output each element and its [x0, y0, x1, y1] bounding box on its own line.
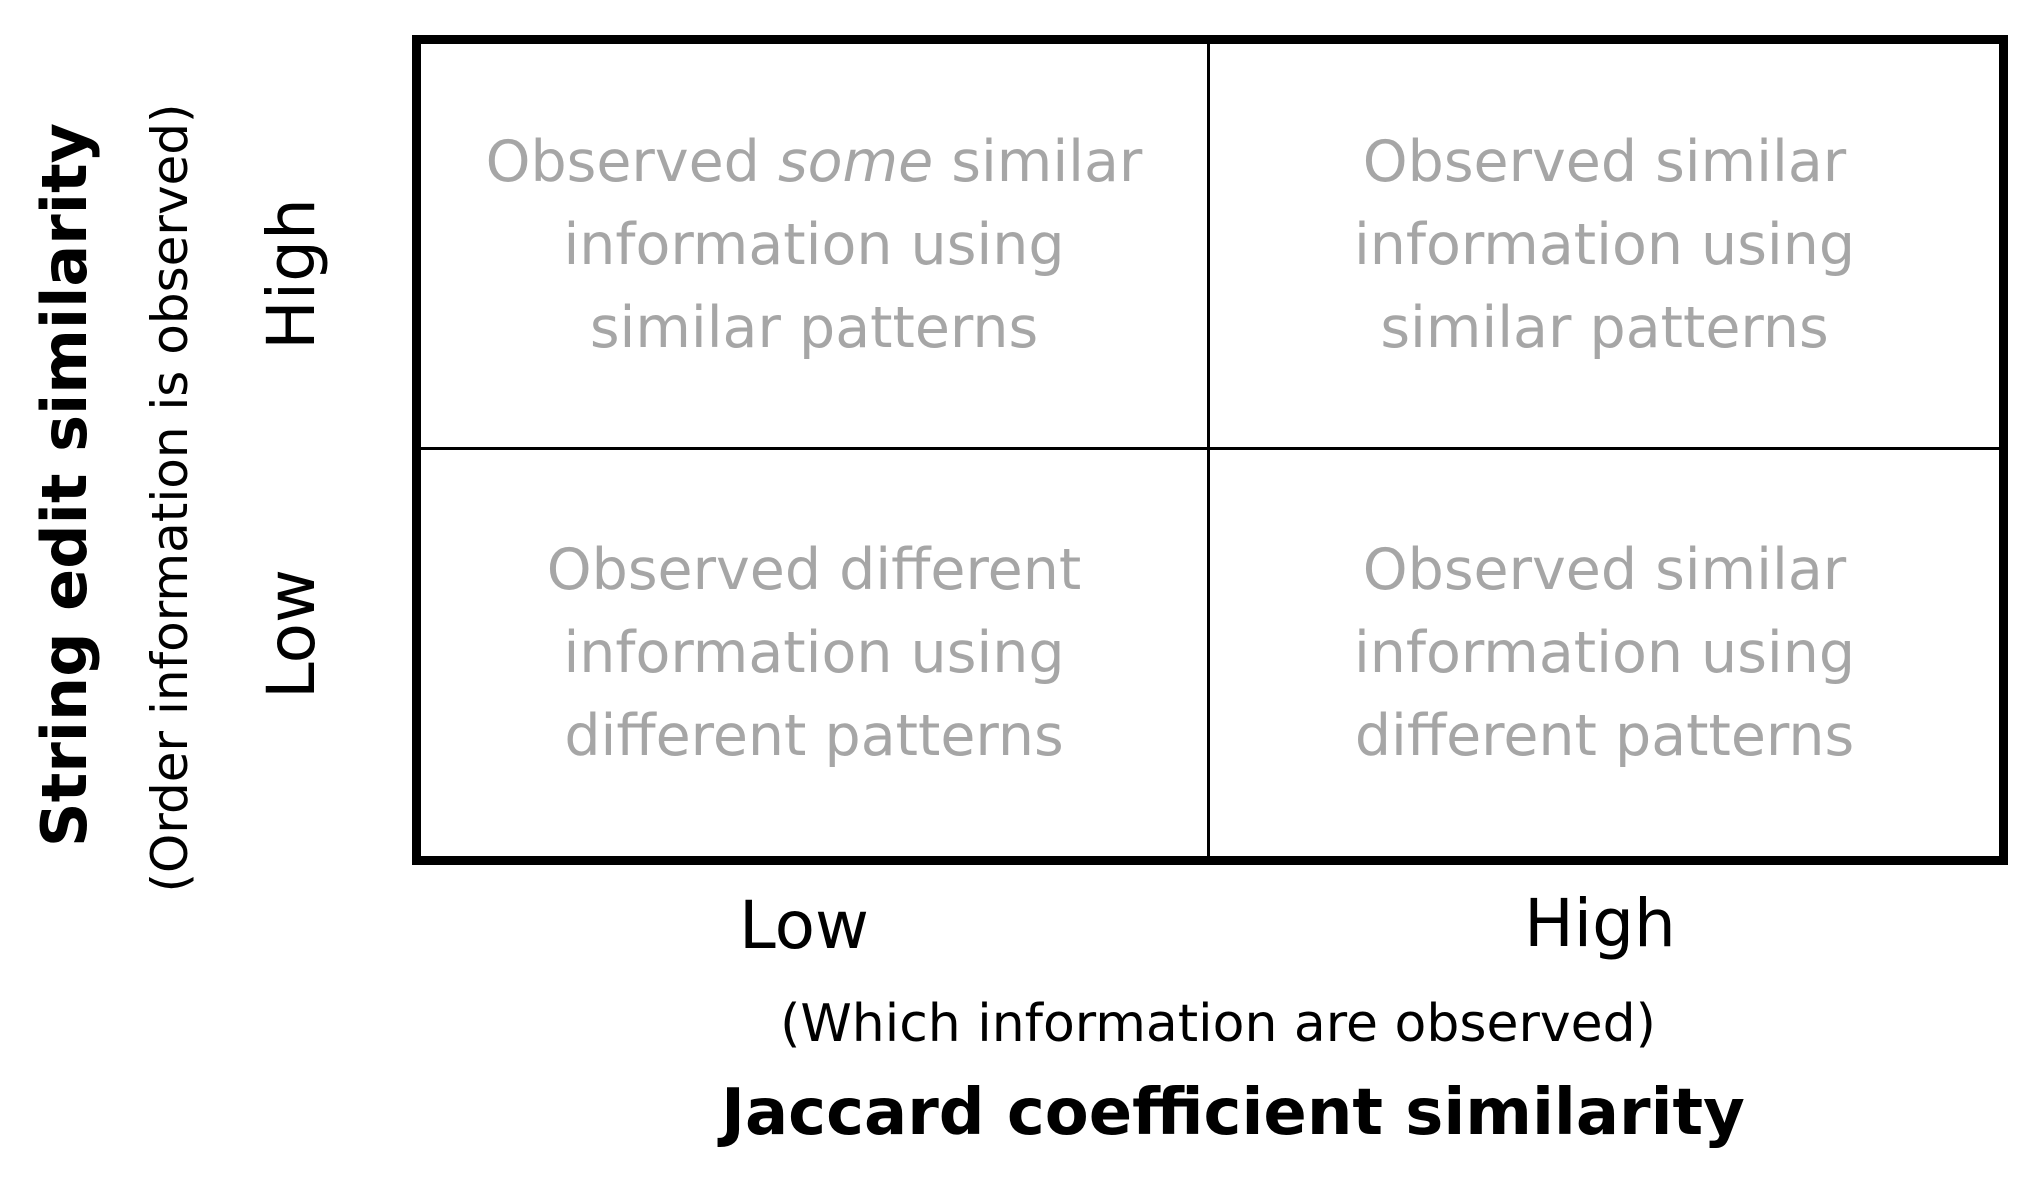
cell-high-edit-low-jaccard: Observed some similar information using …: [421, 44, 1210, 450]
cell-line: Observed different: [546, 536, 1082, 603]
x-tick-high: High: [1524, 885, 1676, 962]
cell-line: information using: [563, 212, 1065, 278]
cell-line: information using: [1353, 619, 1856, 686]
y-axis-title: String edit similarity: [28, 122, 101, 848]
cell-text-fragment: Observed: [485, 129, 778, 195]
cell-text-fragment: similar: [933, 129, 1143, 195]
cell-line: Observed similar: [1362, 129, 1847, 195]
x-axis-title: Jaccard coefficient similarity: [721, 1076, 1745, 1150]
cell-line: different patterns: [1354, 702, 1855, 769]
cell-low-edit-low-jaccard: Observed different information using dif…: [421, 450, 1210, 856]
y-axis-subtitle: (Order information is observed): [141, 103, 199, 893]
cell-line: different patterns: [564, 702, 1064, 769]
y-tick-low: Low: [253, 569, 330, 699]
cell-low-edit-high-jaccard: Observed similar information using diffe…: [1210, 450, 1999, 856]
x-tick-low: Low: [739, 887, 869, 964]
cell-high-edit-high-jaccard: Observed similar information using simil…: [1210, 44, 1999, 450]
cell-line: similar patterns: [589, 295, 1039, 361]
cell-line: Observed similar: [1362, 536, 1847, 603]
x-axis-subtitle: (Which information are observed): [780, 994, 1656, 1054]
quadrant-grid: Observed some similar information using …: [412, 35, 2008, 865]
cell-line: information using: [1353, 212, 1856, 278]
cell-line: similar patterns: [1380, 295, 1829, 361]
y-tick-high: High: [253, 198, 330, 350]
cell-line: information using: [563, 619, 1065, 686]
cell-text-emphasis: some: [777, 129, 934, 195]
cell-line: Observed some similar: [486, 121, 1143, 204]
